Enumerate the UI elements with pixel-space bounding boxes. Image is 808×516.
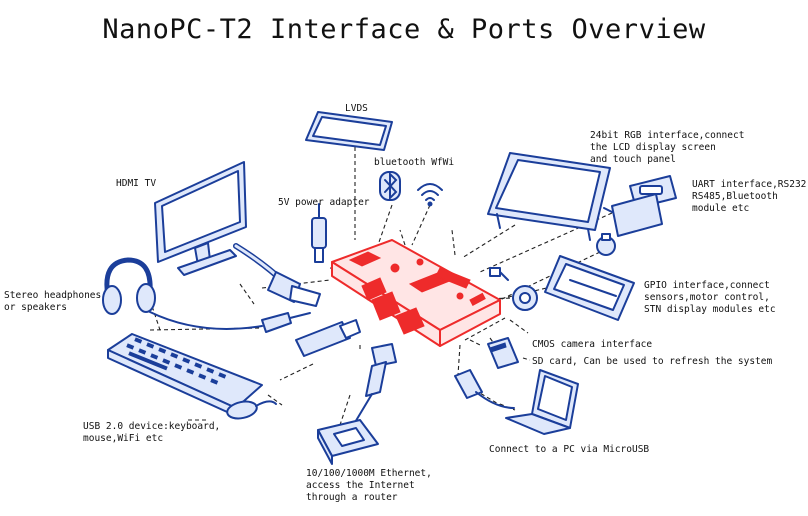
label-headphones: Stereo headphones or speakers (4, 290, 102, 313)
microusb-cable-icon (454, 369, 515, 409)
label-bluetooth-wifi: bluetooth WfWi (374, 157, 455, 168)
headphones-icon (102, 257, 156, 315)
uart-connector-icon (603, 175, 677, 237)
keyboard-icon (107, 333, 263, 417)
label-usb: USB 2.0 device:keyboard, mouse,WiFi etc (83, 421, 221, 444)
lcd-touch-panel-icon (487, 152, 611, 241)
hdmi-monitor-icon (154, 161, 247, 276)
gpio-lcd-module-icon (544, 255, 635, 321)
ethernet-cable-icon (353, 343, 397, 425)
label-hdmi-tv: HDMI TV (116, 178, 157, 189)
label-sd-card: SD card, Can be used to refresh the syst… (532, 356, 773, 367)
label-power-adapter: 5V power adapter (278, 197, 370, 208)
potentiometer-icon (596, 233, 616, 256)
wifi-icon (417, 183, 443, 207)
label-microusb: Connect to a PC via MicroUSB (489, 444, 650, 455)
label-rgb-interface: 24bit RGB interface,connect the LCD disp… (590, 130, 745, 165)
router-icon (317, 419, 379, 465)
sd-card-icon (487, 337, 519, 369)
audio-jack-icon (149, 311, 311, 333)
label-ethernet: 10/100/1000M Ethernet, access the Intern… (306, 468, 432, 503)
lvds-panel-icon (305, 111, 393, 151)
power-adapter-icon (311, 203, 327, 263)
label-gpio: GPIO interface,connect sensors,motor con… (644, 280, 776, 315)
bluetooth-icon (379, 171, 401, 201)
camera-module-icon (489, 267, 538, 311)
mouse-icon (226, 400, 277, 420)
label-lvds: LVDS (345, 103, 368, 114)
label-uart: UART interface,RS232, RS485,Bluetooth mo… (692, 179, 808, 214)
usb-stick-icon (295, 319, 361, 357)
hdmi-cable-icon (233, 243, 321, 307)
laptop-icon (505, 369, 579, 435)
label-cmos-camera: CMOS camera interface (532, 339, 653, 350)
nanopc-board-icon (331, 239, 501, 347)
page-title: NanoPC-T2 Interface & Ports Overview (102, 14, 706, 45)
